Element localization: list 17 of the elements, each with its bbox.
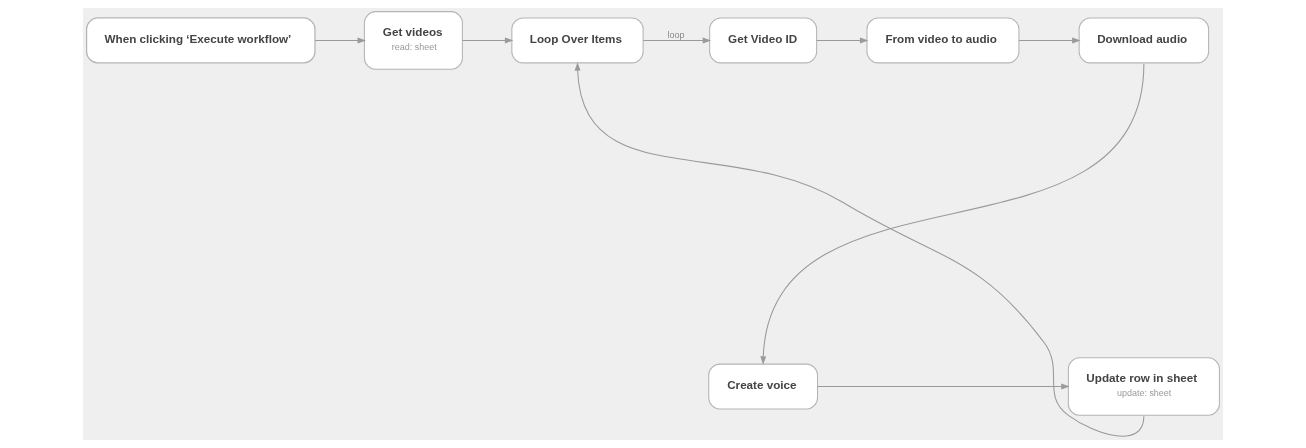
node-box: When clicking ‘Execute workflow’ xyxy=(85,17,316,64)
arrow xyxy=(574,62,1145,437)
node-box: Create voice xyxy=(708,363,819,410)
arrow xyxy=(462,37,514,44)
edge-label: loop xyxy=(667,29,685,40)
arrow xyxy=(817,383,1070,390)
node-box: From video to audio xyxy=(866,17,1020,64)
arrow xyxy=(760,63,1145,365)
arrow xyxy=(1018,37,1081,44)
arrow xyxy=(314,37,367,44)
node-box: Update row in sheet update: sheet xyxy=(1067,357,1220,416)
node-box: Get videos read: sheet xyxy=(363,11,463,70)
node-box: Download audio xyxy=(1078,17,1210,64)
arrow xyxy=(816,37,869,44)
arrow xyxy=(642,37,712,44)
node-box: Loop Over Items xyxy=(511,17,644,64)
node-box: Get Video ID xyxy=(709,17,818,64)
